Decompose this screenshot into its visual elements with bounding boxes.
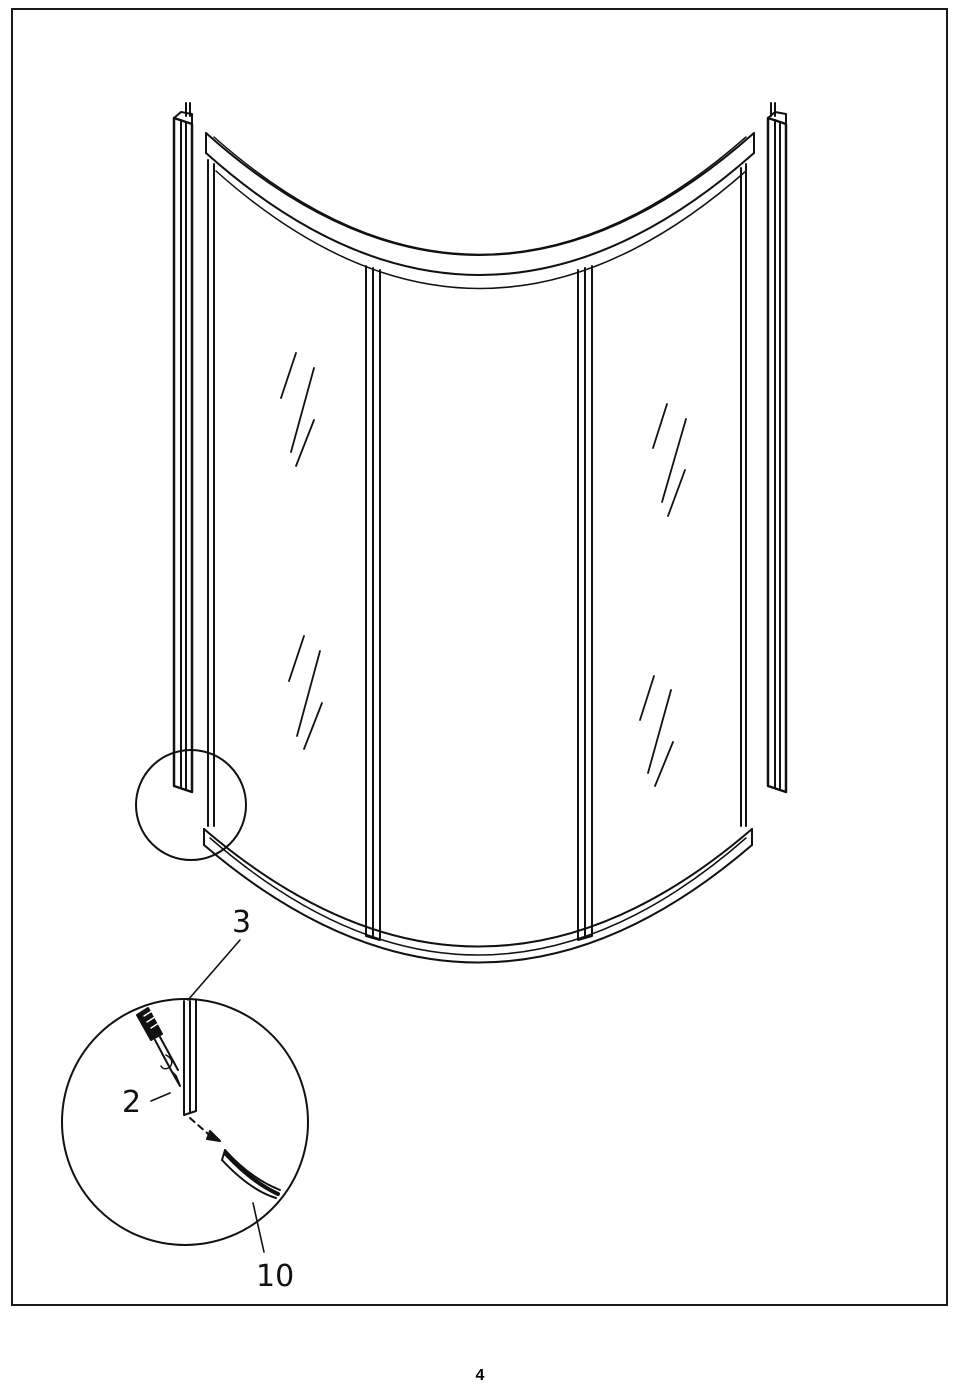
left-wall-profile	[172, 102, 194, 794]
sliding-door-right-edge	[577, 265, 593, 941]
callout-part-10: 10	[256, 1259, 295, 1294]
callout-part-2: 2	[122, 1085, 142, 1120]
detail-circle	[61, 998, 309, 1246]
bottom-curved-rail	[203, 828, 753, 964]
right-wall-profile	[766, 102, 788, 794]
top-curved-rail	[205, 132, 755, 290]
page-number: 4	[475, 1367, 485, 1384]
diagram-frame	[11, 8, 948, 1306]
detail-marker-circle	[135, 749, 247, 861]
sliding-door-left-edge	[365, 265, 381, 941]
detail-view	[61, 939, 309, 1253]
glass-reflections	[280, 352, 687, 787]
side-panels	[207, 159, 747, 827]
callout-part-3: 3	[232, 905, 252, 940]
